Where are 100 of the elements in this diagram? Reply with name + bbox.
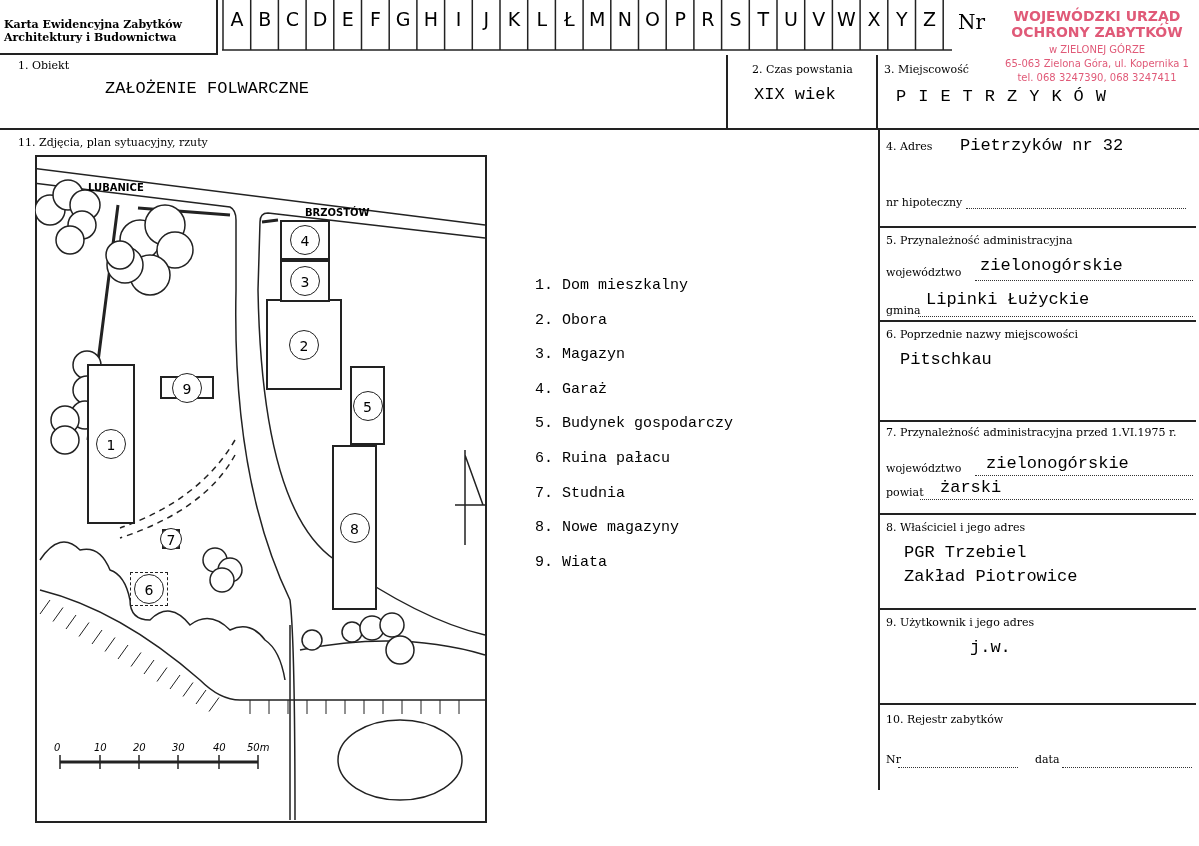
alphabet-letter: S <box>728 8 743 30</box>
typed-entry: żarski <box>940 478 1002 497</box>
stamp-text: WOJEWÓDZKI URZĄD OCHRONY ZABYTKÓW <box>1010 8 1184 40</box>
alphabet-letter: A <box>229 8 245 30</box>
scale-number: 10 <box>94 742 107 753</box>
typed-entry: ZAŁOŻENIE FOLWARCZNE <box>105 79 310 98</box>
form-header <box>0 0 218 55</box>
building-outline <box>332 445 377 610</box>
alphabet-letter: E <box>340 8 355 30</box>
field-label: Nr <box>886 753 901 766</box>
typed-entry: Pietrzyków nr 32 <box>960 136 1124 155</box>
typed-entry: zielonogórskie <box>986 454 1129 473</box>
form-cell <box>878 515 1196 610</box>
legend-item: 3. Magazyn <box>535 346 625 364</box>
alphabet-letter: M <box>587 8 607 30</box>
field-label: 7. Przynależność administracyjna przed 1.VI.1975 r. <box>886 426 1177 439</box>
scale-number: 50m <box>247 742 270 753</box>
alphabet-letter: D <box>311 8 329 30</box>
field-label: województwo <box>886 266 962 279</box>
field-label: nr hipoteczny <box>886 196 963 209</box>
typed-entry: j.w. <box>970 638 1011 657</box>
field-label: województwo <box>886 462 962 475</box>
building-number: 7 <box>160 528 182 550</box>
typed-entry: Zakład Piotrowice <box>904 567 1078 586</box>
form-cell <box>728 55 878 130</box>
scale-number: 40 <box>213 742 226 753</box>
alphabet-letter: L <box>535 8 548 30</box>
scale-number: 20 <box>133 742 146 753</box>
alphabet-letter: Z <box>922 8 937 30</box>
legend-item: 1. Dom mieszkalny <box>535 277 689 294</box>
building-outline <box>350 366 385 445</box>
scale-number: 0 <box>54 742 61 753</box>
typed-entry: zielonogórskie <box>980 256 1123 275</box>
building-outline <box>266 299 342 390</box>
stamp-text: tel. 068 3247390, 068 3247411 <box>1016 72 1178 83</box>
building-number: 2 <box>289 329 319 360</box>
alphabet-letter: V <box>811 8 827 30</box>
form-cell <box>878 228 1196 322</box>
field-label: gmina <box>886 304 921 317</box>
alphabet-letter: I <box>454 8 463 30</box>
field-label: powiat <box>886 486 924 499</box>
field-label: 6. Poprzednie nazwy miejscowości <box>886 328 1079 341</box>
building-outline <box>280 220 330 260</box>
typed-entry: Pitschkau <box>900 350 992 369</box>
typed-entry: Lipinki Łużyckie <box>926 290 1090 309</box>
alphabet-letter: R <box>700 8 716 30</box>
building-number: 9 <box>172 372 202 403</box>
alphabet-letter: Ł <box>563 8 576 30</box>
field-label: 4. Adres <box>886 140 933 153</box>
field-label: 10. Rejestr zabytków <box>886 713 1004 726</box>
field-label: 2. Czas powstania <box>752 63 853 76</box>
building-number: 5 <box>352 390 383 421</box>
legend-item: 4. Garaż <box>535 380 607 398</box>
alphabet-letter: Y <box>895 8 909 30</box>
alphabet-letter: U <box>783 8 799 30</box>
legend-item: 6. Ruina pałacu <box>535 450 671 467</box>
stamp-text: 65-063 Zielona Góra, ul. Kopernika 1 <box>1004 58 1190 69</box>
alphabet-letter: G <box>394 8 412 30</box>
alphabet-letter: T <box>756 8 771 30</box>
legend-item: 5. Budynek gospodarczy <box>535 415 734 433</box>
building-outline <box>280 260 330 302</box>
form-cell <box>0 55 728 130</box>
legend-item: 2. Obora <box>535 311 607 329</box>
legend-item: 7. Studnia <box>535 484 625 502</box>
alphabet-letter: O <box>644 8 661 30</box>
field-label: 11. Zdjęcia, plan sytuacyjny, rzuty <box>18 136 208 149</box>
building-number: 3 <box>290 266 320 296</box>
alphabet-letter: W <box>836 8 857 30</box>
alphabet-letter: B <box>257 8 273 30</box>
building-number: 1 <box>96 429 126 459</box>
form-cell <box>878 422 1196 515</box>
building-number: 8 <box>339 512 370 543</box>
field-label: 3. Miejscowość <box>884 63 969 76</box>
typed-entry: XIX wiek <box>754 85 836 104</box>
field-label: data <box>1035 753 1060 766</box>
scale-number: 30 <box>172 742 185 753</box>
field-label: 1. Obiekt <box>18 59 70 72</box>
building-number: 6 <box>134 574 164 604</box>
form-cell <box>878 322 1196 422</box>
road-name: BRZOSTÓW <box>305 207 370 218</box>
field-label: 5. Przynależność administracyjna <box>886 234 1073 247</box>
building-number: 4 <box>290 225 320 255</box>
alphabet-letter: C <box>284 8 301 30</box>
number-label: Nr <box>958 10 986 34</box>
stamp-text: w ZIELONEJ GÓRZE <box>1047 44 1147 55</box>
alphabet-letter: K <box>506 8 522 30</box>
alphabet-letter: F <box>369 8 382 30</box>
field-label: 9. Użytkownik i jego adres <box>886 616 1035 629</box>
alphabet-letter: P <box>673 8 687 30</box>
legend-item: 9. Wiata <box>535 553 607 571</box>
typed-entry: PGR Trzebiel <box>904 543 1027 562</box>
road-name: LUBANICE <box>88 182 144 193</box>
form-title: Karta Ewidencyjna Zabytków Architektury i Budownictwa <box>4 18 183 44</box>
alphabet-letter: N <box>616 8 633 30</box>
alphabet-letter: X <box>866 8 882 30</box>
alphabet-letter: J <box>481 8 491 30</box>
form-cell <box>878 610 1196 705</box>
building-outline <box>87 364 135 524</box>
legend-item: 8. Nowe magazyny <box>535 519 680 537</box>
form-cell <box>878 130 1196 228</box>
